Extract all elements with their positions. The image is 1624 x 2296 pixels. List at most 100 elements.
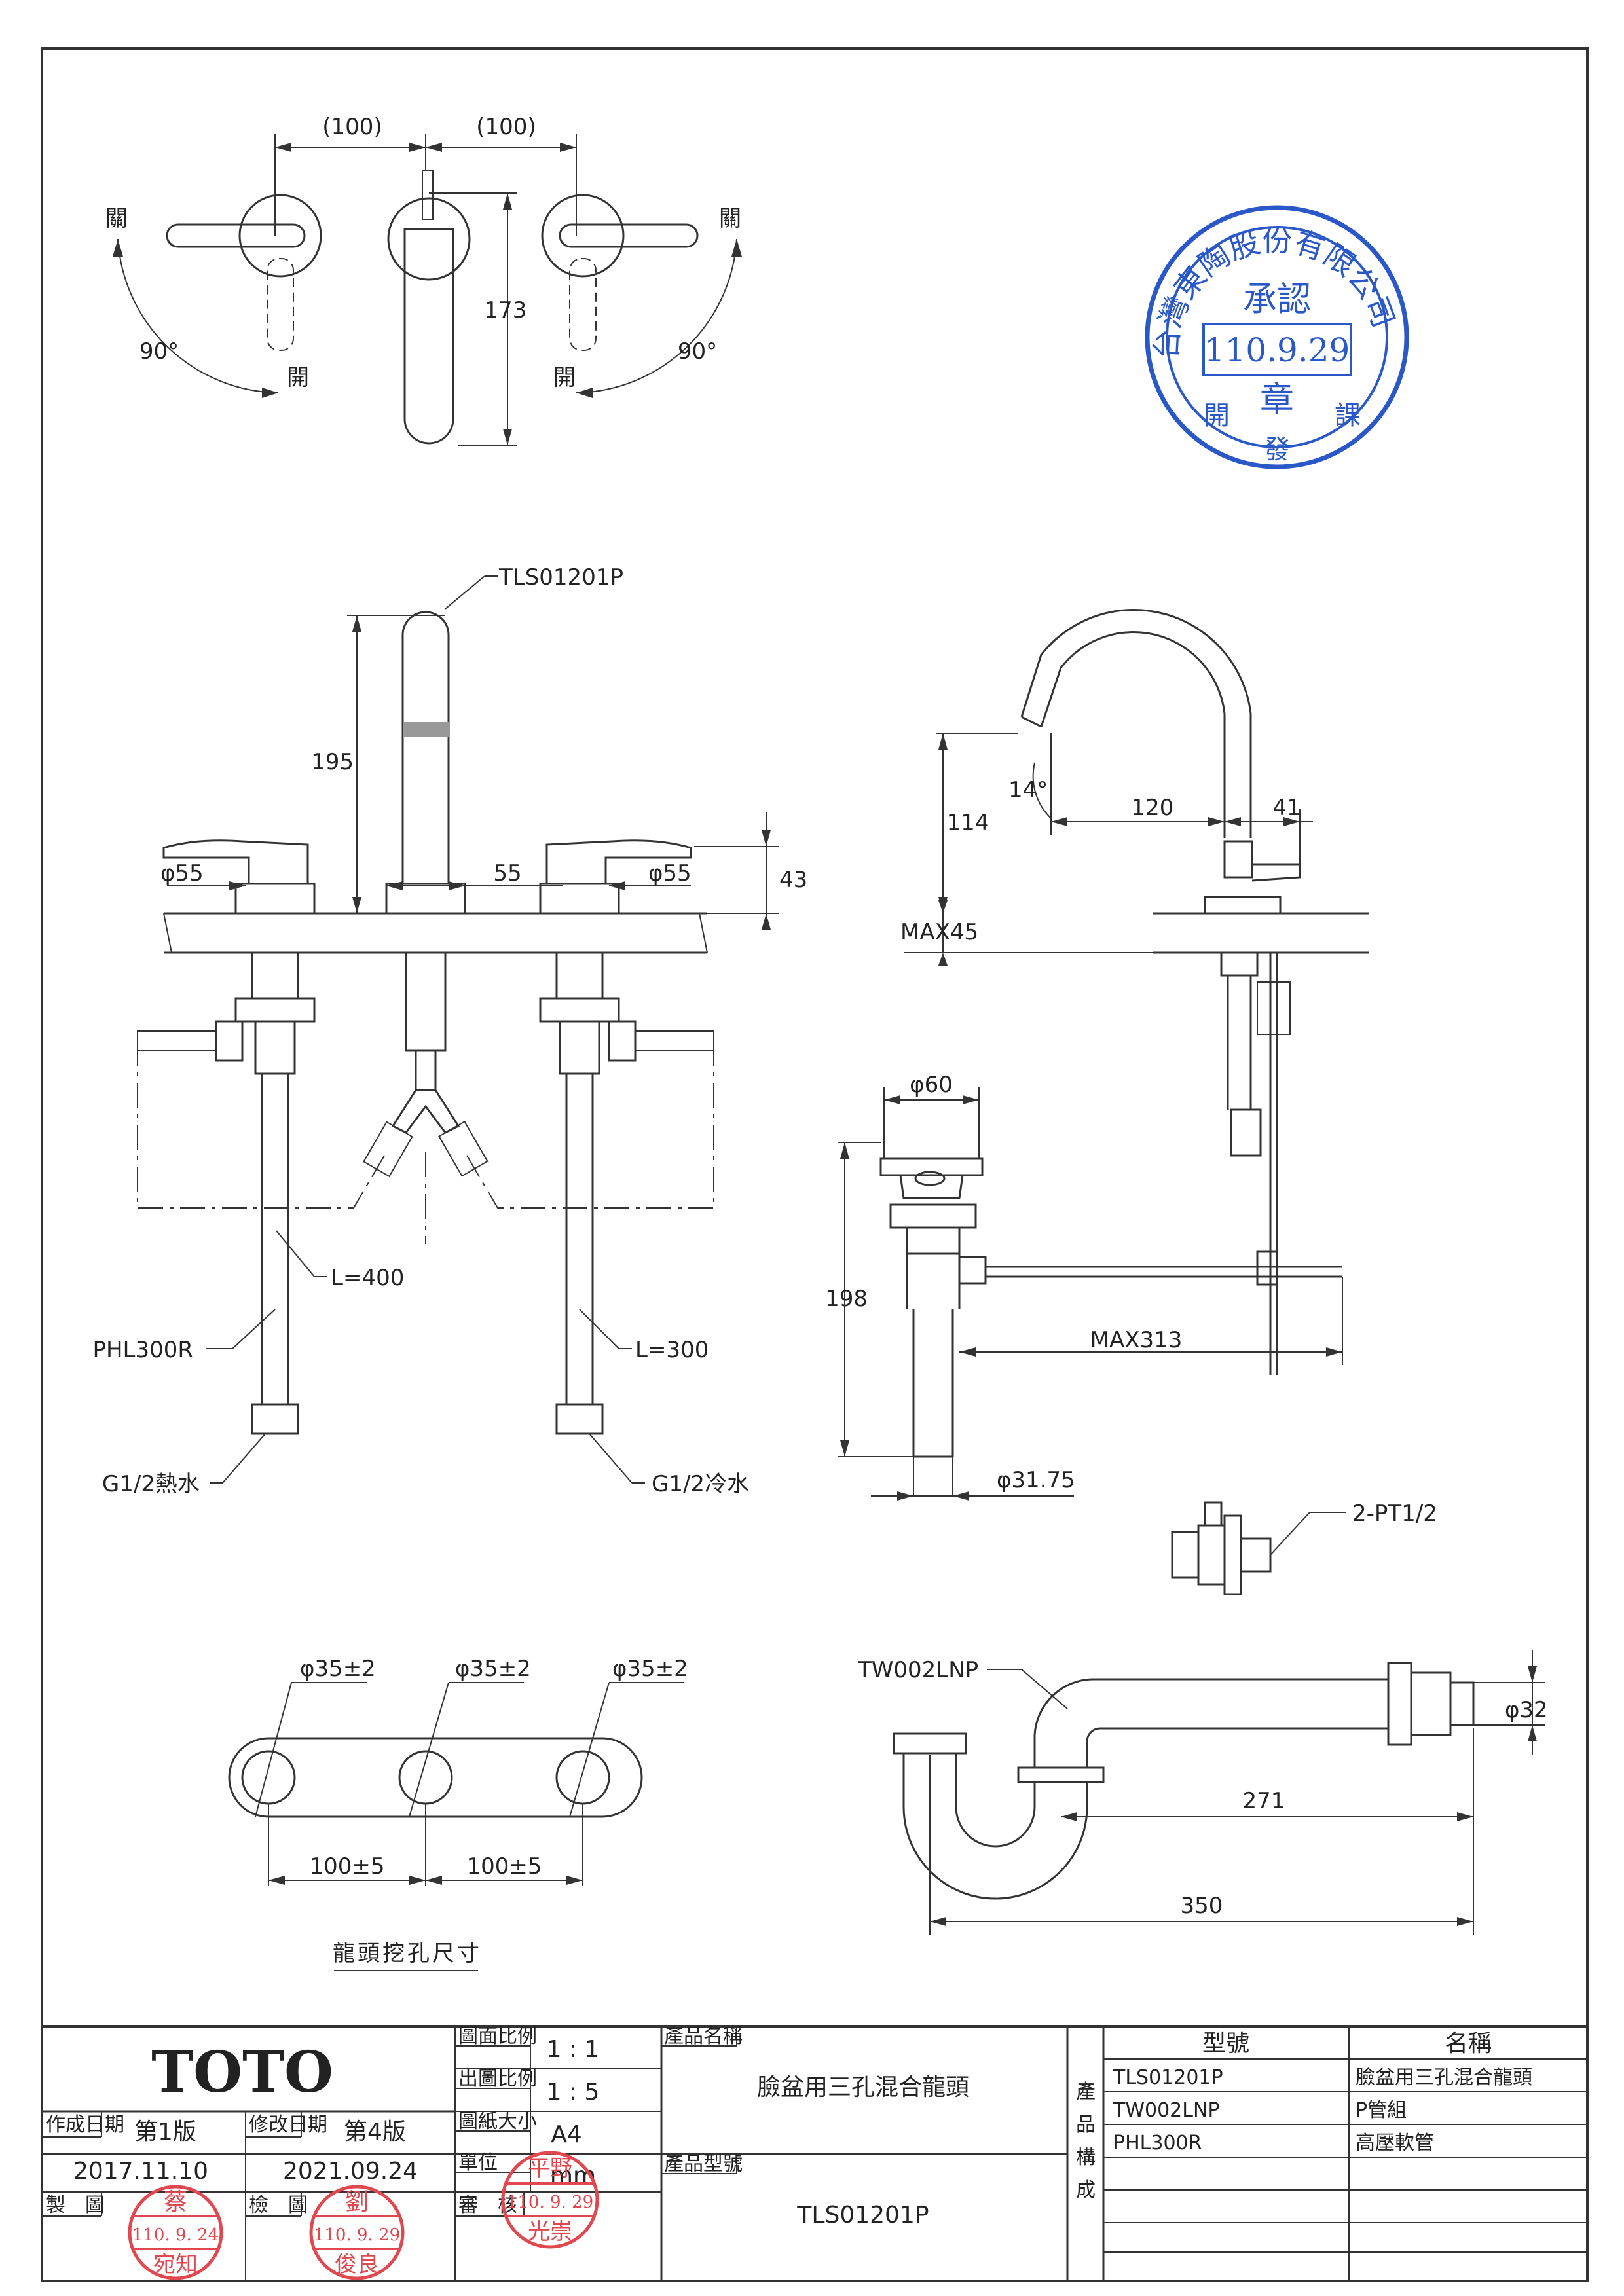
dim-hole-dia-3: φ35±2 <box>612 1656 688 1682</box>
dim-hole-dia-2: φ35±2 <box>455 1656 531 1682</box>
drain-view: φ60 198 MAX313 φ31.75 <box>825 1072 1437 1595</box>
product-model: TLS01201P <box>796 2202 929 2229</box>
stamp-drawn: 蔡 110. 9. 24 宛知 <box>128 2185 223 2280</box>
print-scale-label: 出圖比例 <box>458 2068 537 2090</box>
stamp-checked-date: 110. 9. 29 <box>314 2225 400 2245</box>
callout-trap-model: TW002LNP <box>857 1657 978 1683</box>
stamp-checked-top: 劉 <box>345 2189 369 2215</box>
part-name-3: 高壓軟管 <box>1356 2132 1434 2155</box>
composition-char-1: 產 <box>1076 2081 1096 2104</box>
stamp-checked: 劉 110. 9. 29 俊良 <box>309 2185 405 2280</box>
dim-top-right: (100) <box>476 114 536 140</box>
label-close-left: 關 <box>105 206 128 232</box>
brand-logo: TOTO <box>151 2039 333 2105</box>
stamp-review: 平野 110. 9. 29 光崇 <box>501 2151 599 2249</box>
unit: mm <box>550 2162 596 2189</box>
trap-view: TW002LNP φ32 271 350 <box>857 1650 1548 1935</box>
dim-side-height: 114 <box>947 810 989 836</box>
stamp-checked-bottom: 俊良 <box>335 2251 379 2278</box>
dim-drain-length: 198 <box>825 1286 868 1312</box>
revised-date: 2021.09.24 <box>283 2158 418 2185</box>
stamp-review-top: 平野 <box>528 2155 572 2181</box>
product-name: 臉盆用三孔混合龍頭 <box>757 2074 969 2101</box>
print-scale: 1 : 5 <box>547 2079 600 2105</box>
dim-drain-tail-dia: φ31.75 <box>997 1467 1075 1493</box>
dim-handle-height: 43 <box>779 867 807 893</box>
stamp-review-date: 110. 9. 29 <box>507 2193 593 2212</box>
dim-top-height: 173 <box>485 297 527 323</box>
top-view: (100) (100) 關 90° 開 173 關 90° 開 <box>105 114 742 446</box>
label-angle-left: 90° <box>139 338 179 365</box>
dim-side-back: 41 <box>1272 795 1301 821</box>
label-max-deck: MAX45 <box>900 919 978 945</box>
part-name-1: 臉盆用三孔混合龍頭 <box>1356 2066 1532 2089</box>
part-model-2: TW002LNP <box>1113 2099 1220 2122</box>
dim-spout-height: 195 <box>311 749 354 775</box>
created-edition: 第1版 <box>134 2119 196 2145</box>
stamp-review-bottom: 光崇 <box>528 2219 572 2245</box>
label-open-left: 開 <box>287 365 309 391</box>
label-hot-connection: G1/2熱水 <box>102 1471 200 1497</box>
checked-label: 檢 圖 <box>249 2194 308 2217</box>
dim-hole-spacing-2: 100±5 <box>466 1853 542 1880</box>
stamp-date: 110.9.29 <box>1204 331 1350 369</box>
stamp-drawn-top: 蔡 <box>164 2189 187 2215</box>
front-view: TLS01201P 195 φ55 55 φ55 <box>92 564 807 1497</box>
label-close-right: 關 <box>719 206 741 232</box>
review-label: 審 核 <box>458 2194 517 2217</box>
dim-drain-rod: MAX313 <box>1090 1327 1183 1353</box>
revised-date-label: 修改日期 <box>249 2113 327 2136</box>
stamp-bottom-left: 開 <box>1204 401 1230 431</box>
drawing-scale-label: 圖面比例 <box>458 2025 537 2048</box>
drawn-label: 製 圖 <box>46 2194 105 2217</box>
unit-label: 單位 <box>458 2151 498 2174</box>
part-model-1: TLS01201P <box>1113 2066 1223 2089</box>
stamp-drawn-bottom: 宛知 <box>153 2251 198 2278</box>
caption-hole-dimensions: 龍頭挖孔尺寸 <box>333 1941 482 1967</box>
dim-hole-dia-1: φ35±2 <box>300 1656 376 1682</box>
stamp-drawn-date: 110. 9. 24 <box>132 2225 219 2245</box>
revised-edition: 第4版 <box>344 2119 406 2145</box>
created-date: 2017.11.10 <box>73 2158 208 2185</box>
sheet-border <box>41 47 1589 2282</box>
label-hot-hose-length: L=400 <box>331 1265 404 1291</box>
dim-trap-pipe-dia: φ32 <box>1505 1697 1548 1723</box>
product-model-label: 產品型號 <box>664 2153 743 2176</box>
drawing-scale: 1 : 1 <box>547 2036 600 2063</box>
label-side-angle: 14° <box>1008 777 1048 803</box>
callout-faucet-model: TLS01201P <box>498 564 623 591</box>
label-hose-model: PHL300R <box>92 1337 193 1363</box>
dim-side-reach: 120 <box>1132 795 1174 821</box>
callout-valve: 2-PT1/2 <box>1352 1501 1437 1527</box>
product-name-label: 產品名稱 <box>664 2025 743 2048</box>
dim-spout-dia: 55 <box>493 860 521 886</box>
stamp-seal: 章 <box>1260 380 1294 420</box>
part-name-2: P管組 <box>1356 2099 1407 2122</box>
paper-size-label: 圖紙大小 <box>458 2110 537 2133</box>
side-view: 114 120 41 14° MAX45 <box>900 609 1369 1375</box>
dim-handle-dia-right: φ55 <box>648 860 692 886</box>
approval-stamp: 台灣東陶股份有限公司 承認 110.9.29 章 開 發 課 <box>1145 205 1409 469</box>
dim-trap-inner: 271 <box>1243 1788 1285 1814</box>
dim-handle-dia-left: φ55 <box>160 860 204 886</box>
composition-char-3: 構 <box>1076 2146 1096 2169</box>
hole-view: φ35±2 φ35±2 φ35±2 100±5 100±5 龍頭挖孔尺寸 <box>228 1656 688 1971</box>
label-cold-connection: G1/2冷水 <box>652 1471 749 1497</box>
composition-char-2: 品 <box>1076 2113 1096 2136</box>
dim-hole-spacing-1: 100±5 <box>309 1853 384 1880</box>
stamp-bottom-right: 課 <box>1335 401 1361 431</box>
part-model-3: PHL300R <box>1113 2132 1202 2155</box>
created-date-label: 作成日期 <box>46 2113 124 2136</box>
stamp-approve: 承認 <box>1243 280 1311 319</box>
stamp-bottom-mid: 發 <box>1264 435 1290 465</box>
label-angle-right: 90° <box>678 338 717 365</box>
paper-size: A4 <box>551 2121 582 2148</box>
col-name-header: 名稱 <box>1445 2030 1492 2057</box>
col-model-header: 型號 <box>1202 2030 1249 2057</box>
dim-drain-top-dia: φ60 <box>910 1072 953 1098</box>
label-cold-hose-length: L=300 <box>635 1337 709 1363</box>
title-block: TOTO 作成日期 第1版 2017.11.10 修改日期 第4版 2021.0… <box>41 2025 1589 2282</box>
dim-trap-overall: 350 <box>1181 1893 1223 1919</box>
dim-top-left: (100) <box>322 114 382 140</box>
